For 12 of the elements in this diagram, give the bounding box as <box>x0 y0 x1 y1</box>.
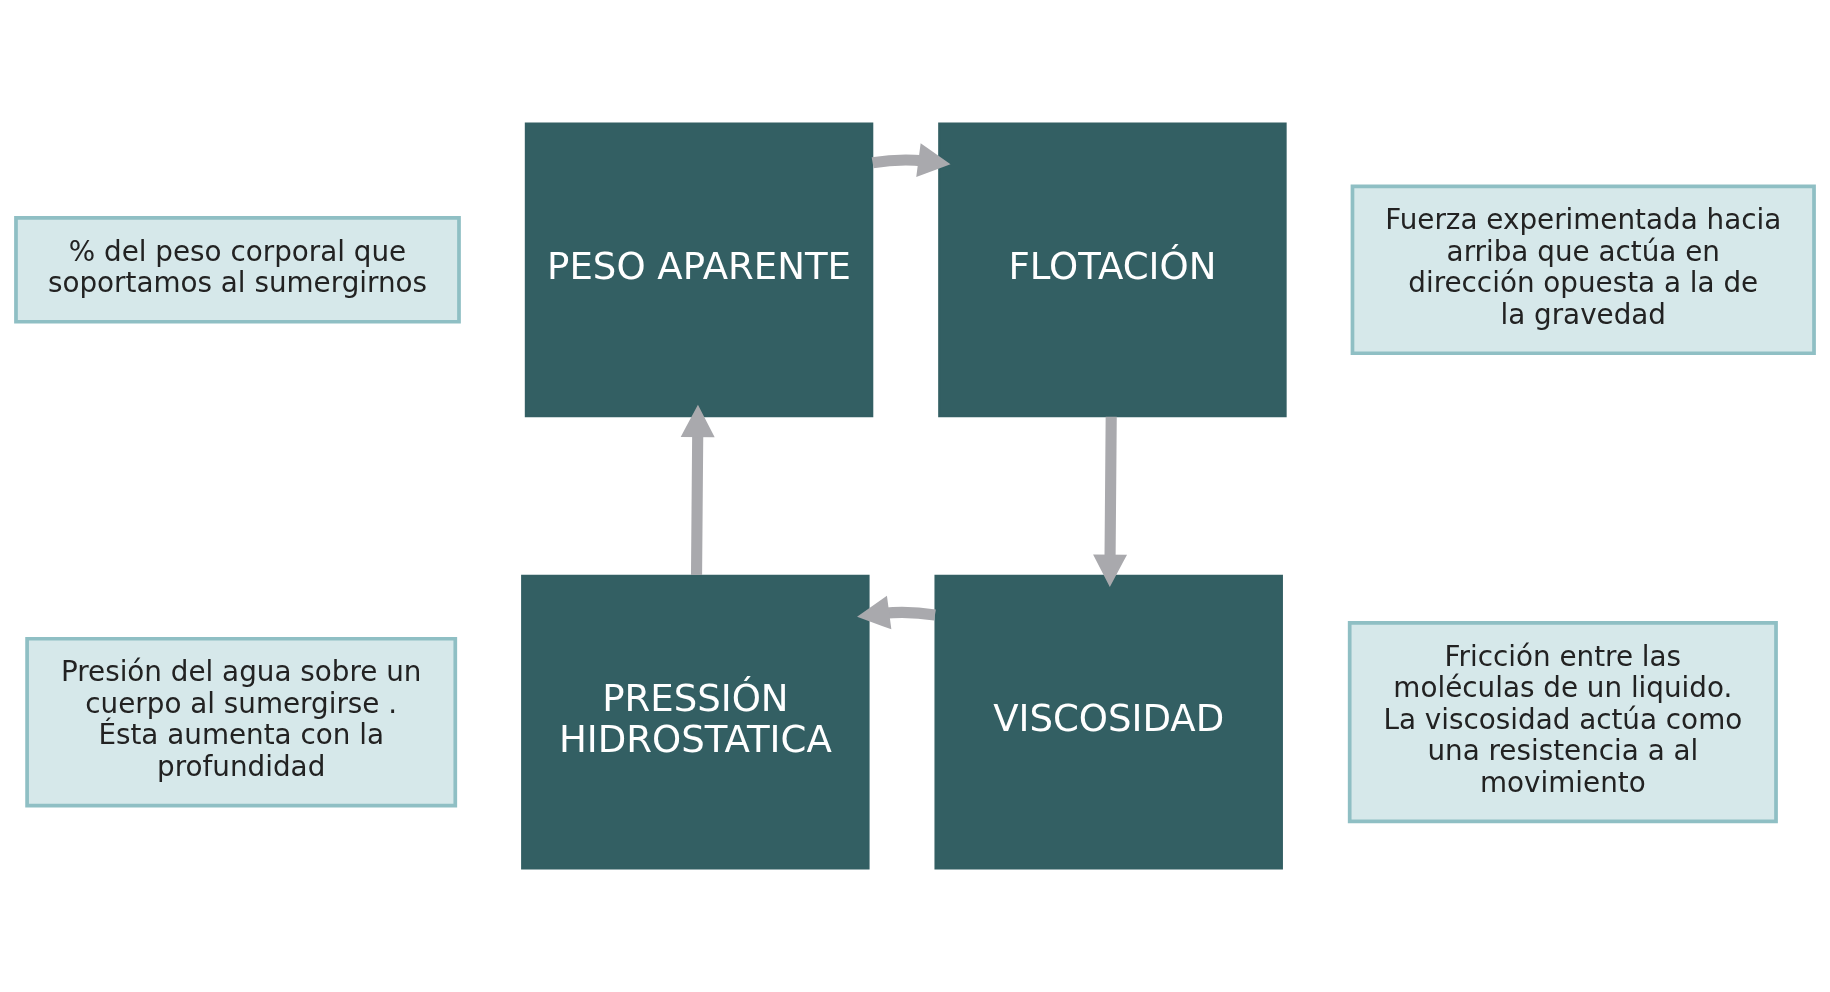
node-box: Presión del agua sobre un cuerpo al sumergirse . Ésta aumenta con la profundidad <box>25 636 458 808</box>
arrow <box>871 143 951 177</box>
arrow <box>1093 416 1128 587</box>
node-box: % del peso corporal que soportamos al sumergirnos <box>14 216 461 324</box>
arrow <box>857 595 936 630</box>
node-box: Fricción entre las moléculas de un liquido. La viscosidad actúa como una resistencia a al movimiento <box>1347 621 1778 824</box>
node-box: Fuerza experimentada hacia arriba que actúa en dirección opuesta a la de la gravedad <box>1350 184 1816 356</box>
node-box: PESO APARENTE <box>524 122 874 418</box>
node-box: PRESSIÓN HIDROSTATICA <box>521 574 870 870</box>
node-box: FLOTACIÓN <box>938 122 1287 418</box>
arrow <box>680 404 715 576</box>
node-box: VISCOSIDAD <box>934 574 1283 870</box>
